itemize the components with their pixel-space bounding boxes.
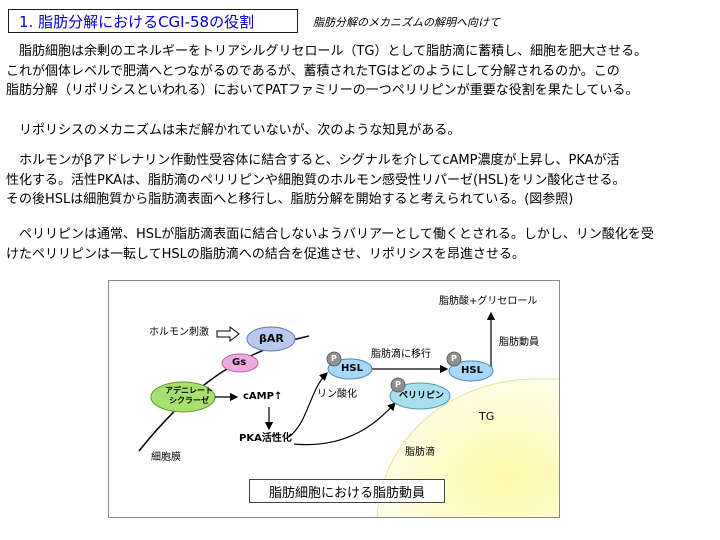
perilipin-label: ペリリピン bbox=[399, 391, 445, 401]
adenylate-cyclase-label: アデニレート シクラーゼ bbox=[165, 386, 213, 405]
beta-ar-node bbox=[246, 326, 296, 352]
phospho-p-perilipin: P bbox=[395, 380, 401, 389]
page-subtitle: 脂肪分解のメカニズムの解明へ向けて bbox=[313, 16, 500, 29]
gs-label: Gs bbox=[232, 357, 247, 368]
camp-label: cAMP↑ bbox=[243, 391, 283, 402]
body-line: 性化する。活性PKAは、脂肪滴のペリリピンや細胞質のホルモン感受性リパーゼ(HS… bbox=[6, 172, 626, 188]
body-line: その後HSLは細胞質から脂肪滴表面へと移行し、脂肪分解を開始すると考えられている… bbox=[6, 192, 574, 207]
tg-label: TG bbox=[479, 410, 495, 423]
figure-caption: 脂肪細胞における脂肪動員 bbox=[249, 479, 445, 503]
fat-mobilization-label: 脂肪動員 bbox=[499, 337, 539, 348]
body-line: けたペリリピンは一転してHSLの脂肪滴への結合を促進させ、リポリシスを昂進させる… bbox=[6, 246, 525, 262]
perilipin-node bbox=[389, 382, 451, 410]
page-title: 1. 脂肪分解におけるCGI-58の役割 bbox=[19, 12, 255, 31]
translocation-label: 脂肪滴に移行 bbox=[371, 349, 431, 360]
hsl-moved-node bbox=[448, 360, 494, 382]
body-line: ホルモンがβアドレナリン作動性受容体に結合すると、シグナルを介してcAMP濃度が… bbox=[6, 153, 620, 168]
figure-caption-text: 脂肪細胞における脂肪動員 bbox=[268, 485, 425, 501]
figure-panel: ホルモン刺激 βAR Gs アデニレート シクラーゼ cAMP↑ PKA活性化 … bbox=[108, 280, 560, 518]
lipid-droplet-label: 脂肪滴 bbox=[405, 447, 435, 458]
hsl-label: HSL bbox=[341, 363, 363, 374]
hormone-label: ホルモン刺激 bbox=[149, 327, 209, 338]
phospho-p-hsl: P bbox=[331, 354, 337, 363]
gs-node bbox=[221, 353, 259, 373]
hormone-arrow-icon bbox=[216, 325, 240, 343]
body-line: リポリシスのメカニズムは未だ解かれていないが、次のような知見がある。 bbox=[6, 123, 461, 138]
phospho-p-hsl-moved: P bbox=[451, 354, 457, 363]
hsl-moved-label: HSL bbox=[461, 365, 483, 376]
body-line: 脂肪分解（リポリシスといわれる）においてPATファミリーの一つペリリピンが重要な… bbox=[6, 83, 639, 98]
body-line: これが個体レベルで肥満へとつながるのであるが、蓄積されたTGはどのようにして分解… bbox=[6, 63, 620, 79]
body-line: ペリリピンは通常、HSLが脂肪滴表面に結合しないようバリアーとして働くとされる。… bbox=[6, 227, 654, 242]
phosphorylation-label: リン酸化 bbox=[317, 389, 357, 400]
phospho-mark-hsl bbox=[326, 351, 342, 367]
phospho-mark-hsl-moved bbox=[446, 351, 462, 367]
phospho-mark-perilipin bbox=[390, 377, 406, 393]
cell-membrane-label: 細胞膜 bbox=[151, 452, 181, 463]
fatty-acid-label: 脂肪酸+グリセロール bbox=[439, 296, 538, 307]
beta-ar-label: βAR bbox=[259, 332, 284, 345]
title-box: 1. 脂肪分解におけるCGI-58の役割 bbox=[8, 9, 298, 33]
pka-label: PKA活性化 bbox=[239, 433, 292, 444]
body-line: 脂肪細胞は余剰のエネルギーをトリアシルグリセロール（TG）として脂肪滴に蓄積し、… bbox=[6, 44, 648, 59]
